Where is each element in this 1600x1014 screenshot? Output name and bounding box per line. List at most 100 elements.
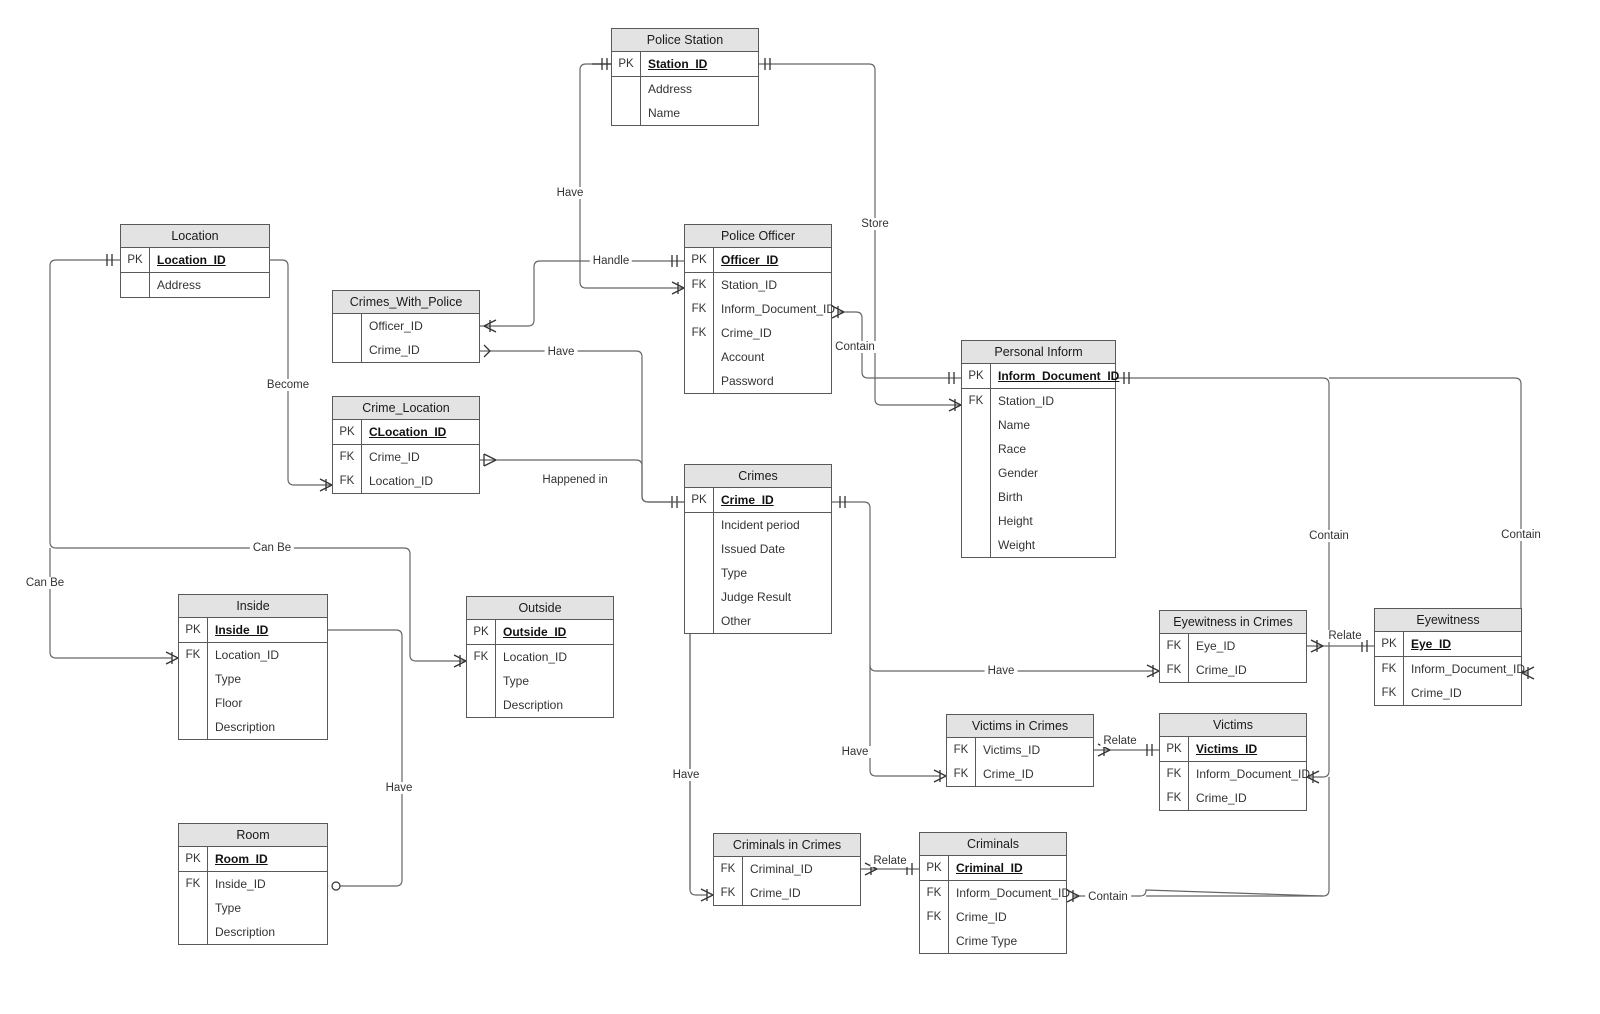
key-column-divider [640, 52, 641, 125]
key-column-divider [361, 314, 362, 362]
attribute-row[interactable]: Description [179, 920, 327, 944]
attribute-row[interactable]: PK CLocation_ID [333, 420, 479, 444]
relationship-label-rel-contain-victims: Contain [1306, 530, 1352, 542]
attribute-name: Description [215, 720, 276, 734]
attribute-row[interactable]: Type [467, 669, 613, 693]
attribute-name: Eye_ID [1196, 639, 1236, 653]
attribute-row[interactable]: Other [685, 609, 831, 633]
attribute-row[interactable]: Weight [962, 533, 1115, 557]
attribute-row[interactable]: Floor [179, 691, 327, 715]
attribute-row[interactable]: Incident period [685, 513, 831, 537]
attribute-name: Eye_ID [1411, 637, 1452, 651]
attribute-name: Crime Type [956, 934, 1018, 948]
attribute-row[interactable]: Gender [962, 461, 1115, 485]
relationship-label-rel-contain-criminals: Contain [1085, 891, 1131, 903]
attribute-row[interactable]: Description [467, 693, 613, 717]
entity-title-police-officer: Police Officer [685, 225, 831, 248]
attribute-row[interactable]: Issued Date [685, 537, 831, 561]
attribute-row[interactable]: Address [121, 273, 269, 297]
attribute-row[interactable]: Height [962, 509, 1115, 533]
attribute-name: Incident period [721, 518, 800, 532]
attribute-row[interactable]: Account [685, 345, 831, 369]
attribute-row[interactable]: Race [962, 437, 1115, 461]
attribute-name: Crime_ID [1196, 663, 1247, 677]
attribute-row[interactable]: Officer_ID [333, 314, 479, 338]
attribute-key: PK [339, 426, 355, 438]
attribute-row[interactable]: Password [685, 369, 831, 393]
attribute-name: Address [648, 82, 693, 96]
attribute-row[interactable]: Crime Type [920, 929, 1066, 953]
attribute-row[interactable]: Judge Result [685, 585, 831, 609]
attribute-key: FK [953, 768, 969, 780]
attribute-row[interactable]: Crime_ID [333, 338, 479, 362]
attribute-name: Type [721, 566, 748, 580]
attribute-row[interactable]: Description [179, 715, 327, 739]
attribute-row[interactable]: Type [179, 896, 327, 920]
attribute-row[interactable]: Type [685, 561, 831, 585]
attribute-row[interactable]: Birth [962, 485, 1115, 509]
attribute-name: Location_ID [503, 650, 568, 664]
attribute-name: CLocation_ID [369, 425, 447, 439]
entity-title-crimes-with-police: Crimes_With_Police [333, 291, 479, 314]
attribute-name: Floor [215, 696, 243, 710]
attribute-row[interactable]: Name [962, 413, 1115, 437]
attribute-row[interactable]: Address [612, 77, 758, 101]
attribute-name: Station_ID [648, 57, 708, 71]
attribute-name: Location_ID [215, 648, 280, 662]
attribute-row[interactable]: Name [612, 101, 758, 125]
attribute-row[interactable]: Type [179, 667, 327, 691]
relationship-label-rel-have-crimes-criminals: Have [669, 769, 703, 781]
